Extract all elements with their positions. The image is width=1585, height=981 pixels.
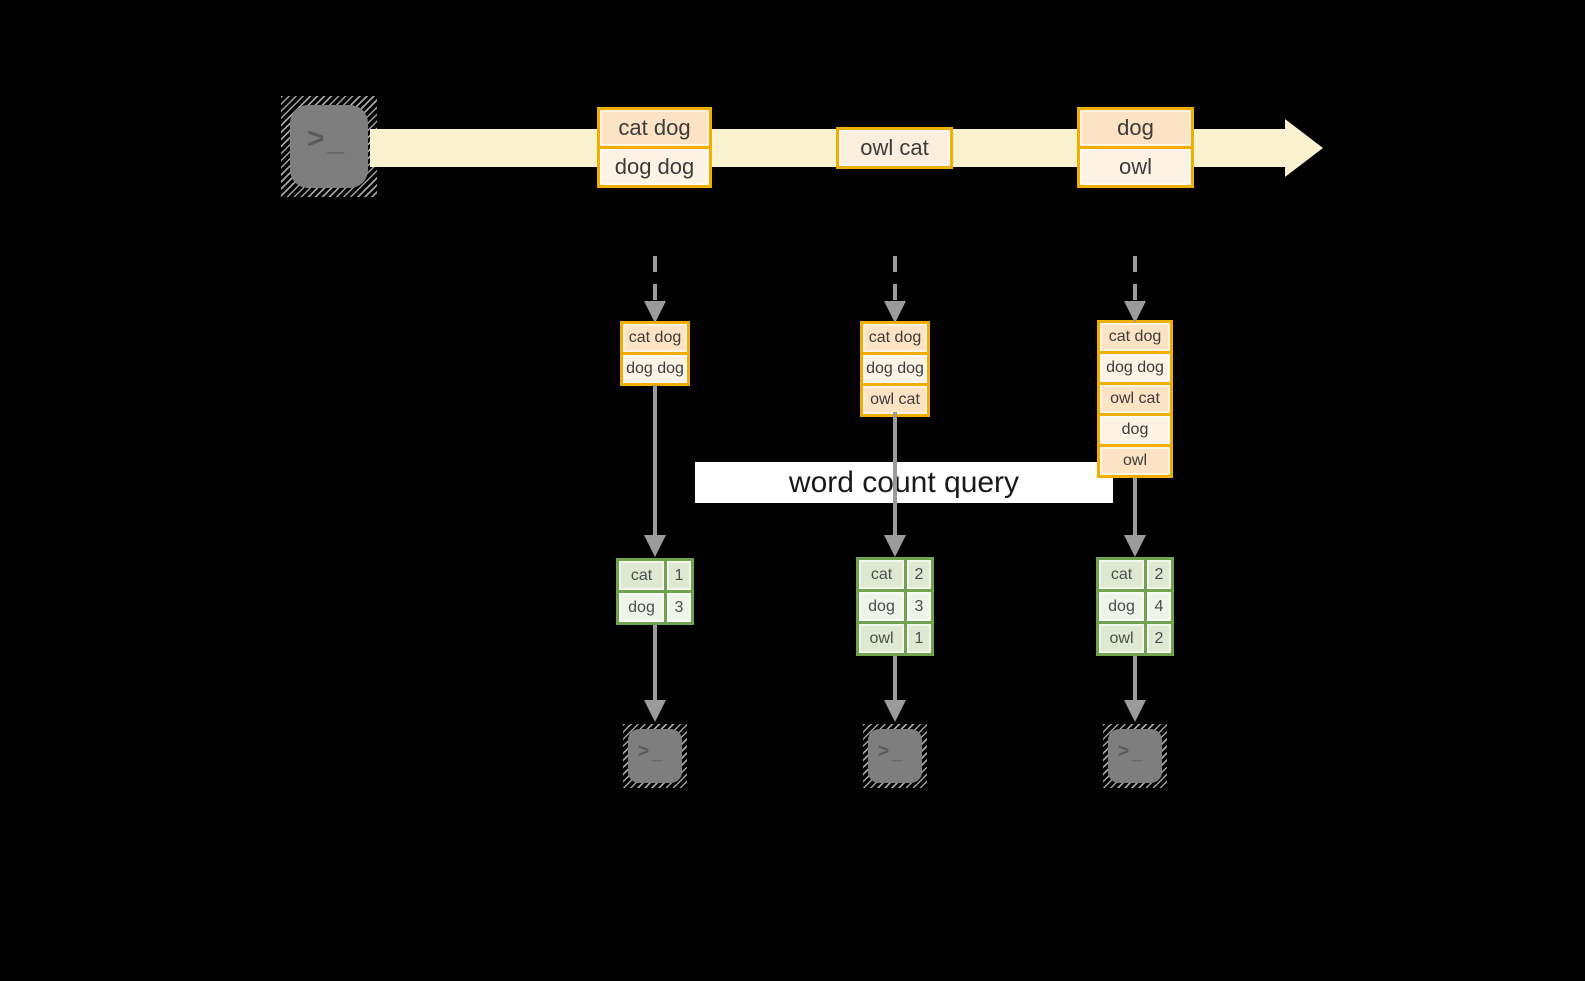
- count-row: dog 4: [1099, 592, 1171, 621]
- query-banner: word count query: [695, 462, 1113, 503]
- state-to-result-arrow: [893, 412, 897, 536]
- state-row: owl cat: [863, 386, 927, 414]
- prompt-chevron-icon: >: [307, 121, 325, 155]
- count-word-cell: dog: [1099, 592, 1144, 621]
- prompt-chevron-icon: >: [638, 740, 650, 762]
- state-row: cat dog: [623, 324, 687, 352]
- count-value-cell: 2: [907, 560, 931, 589]
- word-count-table-1: cat 1 dog 3: [616, 558, 694, 625]
- word-count-table-3: cat 2 dog 4 owl 2: [1096, 557, 1174, 656]
- count-word-cell: cat: [1099, 560, 1144, 589]
- count-row: cat 1: [619, 561, 691, 590]
- event-to-state-dashed-arrow: [1133, 256, 1137, 302]
- prompt-chevron-icon: >: [878, 740, 890, 762]
- arrowhead-icon: [644, 535, 666, 557]
- stream-timeline-arrowhead-icon: [1285, 119, 1323, 177]
- arrowhead-icon: [1124, 301, 1146, 323]
- arrowhead-icon: [644, 301, 666, 323]
- prompt-cursor-icon: _: [652, 742, 663, 764]
- stream-event-row: dog dog: [600, 149, 709, 185]
- stream-event-row: owl: [1080, 149, 1191, 185]
- terminal-sink-icon: >_: [863, 724, 927, 788]
- terminal-prompt-icon: >_: [1118, 740, 1143, 764]
- state-row: dog dog: [623, 355, 687, 383]
- input-state-box-2: cat dog dog dog owl cat: [860, 321, 930, 417]
- terminal-sink-icon: >_: [623, 724, 687, 788]
- terminal-prompt-icon: >_: [307, 121, 345, 157]
- stream-event-row: dog: [1080, 110, 1191, 146]
- count-value-cell: 2: [1147, 560, 1171, 589]
- count-word-cell: owl: [1099, 624, 1144, 653]
- count-value-cell: 2: [1147, 624, 1171, 653]
- count-row: owl 1: [859, 624, 931, 653]
- prompt-chevron-icon: >: [1118, 740, 1130, 762]
- state-row: cat dog: [863, 324, 927, 352]
- count-word-cell: cat: [619, 561, 664, 590]
- terminal-source-icon: >_: [281, 96, 377, 197]
- count-value-cell: 1: [907, 624, 931, 653]
- prompt-cursor-icon: _: [327, 123, 345, 157]
- count-value-cell: 3: [667, 593, 691, 622]
- count-value-cell: 3: [907, 592, 931, 621]
- arrowhead-icon: [1124, 535, 1146, 557]
- state-to-result-arrow: [653, 385, 657, 536]
- arrowhead-icon: [1124, 700, 1146, 722]
- query-banner-label: word count query: [788, 465, 1020, 499]
- result-to-sink-arrow: [653, 625, 657, 701]
- terminal-sink-icon: >_: [1103, 724, 1167, 788]
- state-to-result-arrow: [1133, 478, 1137, 536]
- arrowhead-icon: [644, 700, 666, 722]
- event-to-state-dashed-arrow: [653, 256, 657, 302]
- count-row: dog 3: [859, 592, 931, 621]
- prompt-cursor-icon: _: [1132, 742, 1143, 764]
- count-row: cat 2: [1099, 560, 1171, 589]
- input-state-box-1: cat dog dog dog: [620, 321, 690, 386]
- arrowhead-icon: [884, 301, 906, 323]
- stream-event-row: cat dog: [600, 110, 709, 146]
- state-row: cat dog: [1100, 323, 1170, 351]
- arrowhead-icon: [884, 535, 906, 557]
- count-word-cell: owl: [859, 624, 904, 653]
- result-to-sink-arrow: [1133, 656, 1137, 701]
- count-word-cell: cat: [859, 560, 904, 589]
- input-state-box-3: cat dog dog dog owl cat dog owl: [1097, 320, 1173, 478]
- terminal-icon-body: >_: [290, 105, 368, 188]
- terminal-icon-body: >_: [628, 729, 682, 783]
- stream-event-row: owl cat: [839, 130, 950, 166]
- state-row: dog dog: [1100, 354, 1170, 382]
- state-row: dog dog: [863, 355, 927, 383]
- terminal-icon-body: >_: [1108, 729, 1162, 783]
- stream-event-batch-2: owl cat: [836, 127, 953, 169]
- arrowhead-icon: [884, 700, 906, 722]
- count-value-cell: 1: [667, 561, 691, 590]
- count-value-cell: 4: [1147, 592, 1171, 621]
- count-word-cell: dog: [619, 593, 664, 622]
- terminal-icon-body: >_: [868, 729, 922, 783]
- event-to-state-dashed-arrow: [893, 256, 897, 302]
- state-row: owl: [1100, 447, 1170, 475]
- stream-event-batch-3: dog owl: [1077, 107, 1194, 188]
- count-row: dog 3: [619, 593, 691, 622]
- word-count-table-2: cat 2 dog 3 owl 1: [856, 557, 934, 656]
- result-to-sink-arrow: [893, 656, 897, 701]
- prompt-cursor-icon: _: [892, 742, 903, 764]
- terminal-prompt-icon: >_: [878, 740, 903, 764]
- count-row: owl 2: [1099, 624, 1171, 653]
- count-word-cell: dog: [859, 592, 904, 621]
- count-row: cat 2: [859, 560, 931, 589]
- state-row: dog: [1100, 416, 1170, 444]
- state-row: owl cat: [1100, 385, 1170, 413]
- terminal-prompt-icon: >_: [638, 740, 663, 764]
- stream-event-batch-1: cat dog dog dog: [597, 107, 712, 188]
